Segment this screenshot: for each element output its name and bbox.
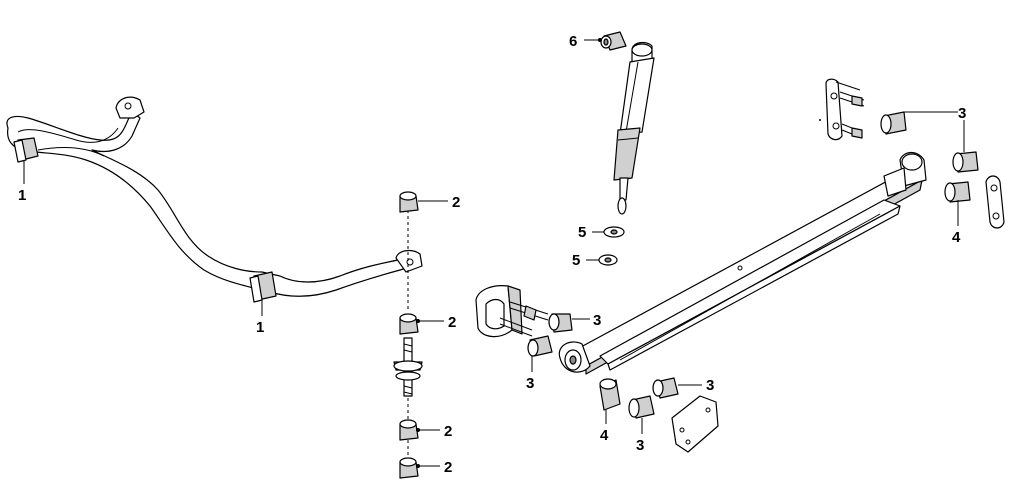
callout-5-upper: 5 <box>578 224 604 241</box>
callout-6: 6 <box>569 33 602 50</box>
callout-3-front-lower: 3 <box>526 356 534 392</box>
callout-label: 2 <box>452 194 460 211</box>
callout-1-center: 1 <box>256 300 264 336</box>
link-bushing-top <box>399 191 419 213</box>
stabilizer-bushing-center <box>249 271 277 303</box>
callout-3-rear-lower: 3 <box>678 377 714 394</box>
rear-shackle-upper <box>825 78 865 141</box>
leaf-spring <box>558 151 927 375</box>
callout-label: 3 <box>958 105 966 122</box>
callout-3-front: 3 <box>572 312 601 329</box>
shock-absorber <box>600 31 655 215</box>
rear-bushing-right-upper <box>952 151 979 173</box>
stabilizer-bushing-left <box>13 137 39 163</box>
callout-label: 1 <box>18 187 26 204</box>
callout-4-right: 4 <box>952 200 961 246</box>
rear-lower-sleeve <box>599 378 621 411</box>
callout-label: 2 <box>444 459 452 476</box>
front-bushing-lower <box>527 335 553 357</box>
rear-lower-bracket <box>671 395 719 453</box>
front-bushing-upper <box>548 313 573 333</box>
callout-label: 4 <box>952 229 961 246</box>
link-bushing-mid <box>399 313 419 335</box>
link-bushing-low <box>399 419 419 441</box>
shock-washer-upper <box>603 226 625 238</box>
rear-bushing-top <box>880 111 907 135</box>
rear-shackle-plate <box>985 175 1005 229</box>
shock-washer-lower <box>598 254 618 266</box>
rear-lower-bushing-b <box>652 377 679 399</box>
callout-label: 4 <box>600 427 609 444</box>
rear-bushing-right-lower <box>944 181 971 203</box>
link-bushing-bottom <box>399 457 419 479</box>
callout-label: 3 <box>526 375 534 392</box>
callout-label: 3 <box>706 377 714 394</box>
callout-2-low: 2 <box>416 423 452 440</box>
callout-3-rear-bottom: 3 <box>636 418 644 454</box>
callout-label: 3 <box>593 312 601 329</box>
stabilizer-link-stack <box>393 191 423 479</box>
callout-label: 2 <box>444 423 452 440</box>
callout-label: 3 <box>636 437 644 454</box>
callout-5-lower: 5 <box>572 252 599 269</box>
stabilizer-bar <box>6 96 423 297</box>
callout-label: 5 <box>578 224 586 241</box>
link-bolt <box>393 337 423 397</box>
callout-4-bottom: 4 <box>600 410 609 444</box>
callout-label: 2 <box>448 314 456 331</box>
rear-lower-bushing-a <box>628 395 655 419</box>
callout-3-top-right: 3 <box>904 105 966 122</box>
callout-label: 6 <box>569 33 577 50</box>
callout-label: 1 <box>256 319 264 336</box>
callout-1-left: 1 <box>18 160 26 204</box>
callout-2-bottom: 2 <box>416 459 452 476</box>
shock-top-nut <box>600 31 627 51</box>
callout-label: 5 <box>572 252 580 269</box>
callout-2-mid: 2 <box>416 314 456 331</box>
callout-2-top: 2 <box>418 194 460 211</box>
front-hanger-bracket <box>475 285 549 338</box>
